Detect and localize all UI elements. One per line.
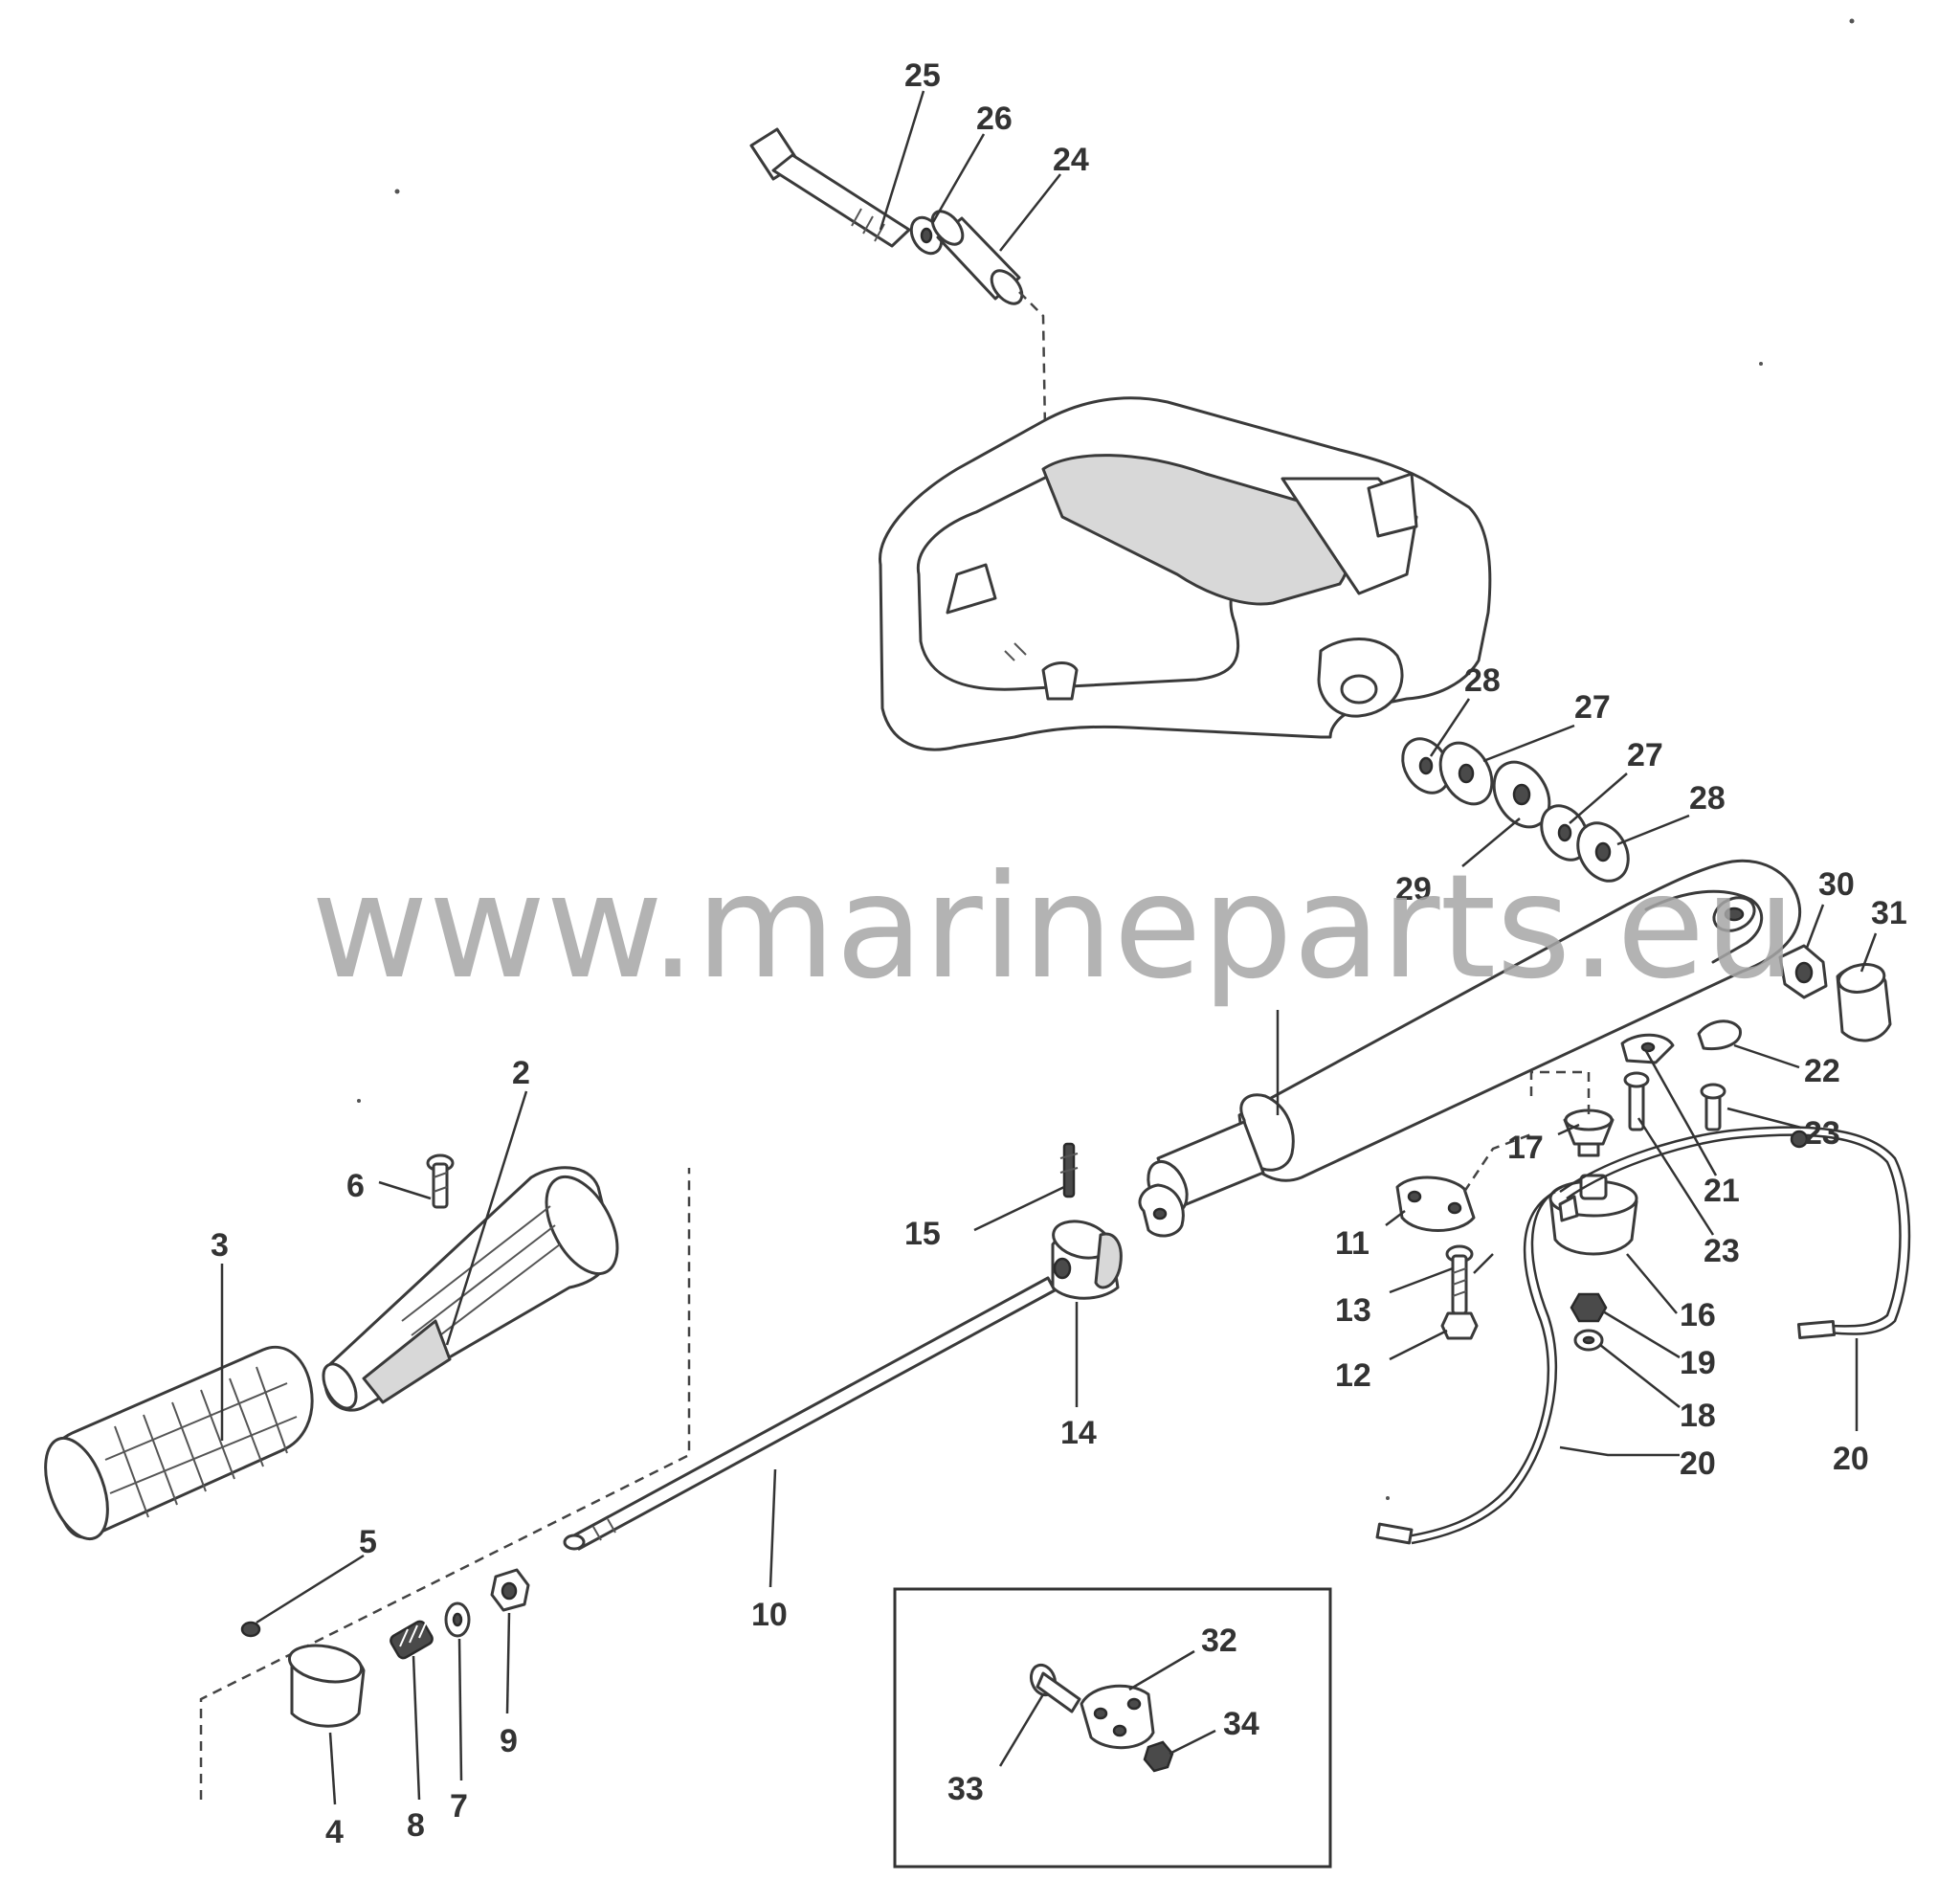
- part-28-washer-lower: [1576, 821, 1630, 883]
- part-10-shaft: [563, 1276, 1057, 1551]
- callout-28-upper: 28: [1464, 662, 1501, 699]
- part-22-clip: [1697, 1019, 1742, 1051]
- scan-specks: [357, 18, 1855, 1500]
- callout-19: 19: [1680, 1345, 1716, 1381]
- part-16-switch: [1548, 1174, 1638, 1256]
- callout-23-lower: 23: [1704, 1233, 1740, 1269]
- callout-28-lower: 28: [1689, 780, 1726, 817]
- callout-34: 34: [1223, 1706, 1259, 1742]
- callout-5: 5: [359, 1524, 377, 1560]
- part-31-cap: [1836, 963, 1892, 1042]
- part-27-washer-upper: [1438, 741, 1494, 806]
- callout-23-upper: 23: [1804, 1115, 1840, 1152]
- callout-26: 26: [976, 101, 1013, 137]
- callout-2: 2: [512, 1055, 530, 1091]
- part-34-nut: [1143, 1740, 1174, 1773]
- watermark-text: www.marineparts.eu: [311, 844, 1796, 1011]
- callout-17: 17: [1507, 1130, 1544, 1166]
- part-12-nut: [1440, 1311, 1479, 1340]
- part-7-washer: [444, 1601, 471, 1638]
- callout-8: 8: [407, 1807, 425, 1844]
- assembly-line-17: [1529, 1070, 1591, 1115]
- callout-27-upper: 27: [1574, 689, 1611, 726]
- part-25-bolt: [749, 127, 911, 248]
- callout-3: 3: [211, 1227, 229, 1264]
- callout-20-left: 20: [1680, 1445, 1716, 1482]
- callout-33: 33: [947, 1771, 984, 1807]
- part-4-cap: [287, 1644, 366, 1728]
- part-6-screw: [426, 1153, 455, 1209]
- callout-24: 24: [1053, 142, 1089, 178]
- inset-box: [893, 1587, 1332, 1869]
- part-29-washer: [1492, 760, 1551, 829]
- part-20-wiring-harness: [1375, 1126, 1911, 1545]
- part-24-sleeve: [930, 210, 1024, 305]
- callout-15: 15: [904, 1216, 941, 1252]
- part-2-throttle-sleeve: [322, 1166, 619, 1412]
- part-11-bracket: [1395, 1176, 1476, 1232]
- part-27-washer-lower: [1540, 804, 1590, 862]
- callout-9: 9: [500, 1723, 518, 1759]
- part-33-screw: [1029, 1663, 1081, 1713]
- callout-11: 11: [1335, 1225, 1370, 1262]
- tiller-bracket: [879, 396, 1492, 751]
- callout-12: 12: [1335, 1357, 1371, 1394]
- part-14-collar: [1051, 1220, 1123, 1300]
- assembly-line-11: [1462, 1132, 1532, 1193]
- part-9-nut: [490, 1568, 530, 1612]
- part-17-grommet: [1563, 1108, 1615, 1157]
- callout-32: 32: [1201, 1623, 1237, 1659]
- callout-20-right: 20: [1833, 1441, 1869, 1477]
- callout-29: 29: [1395, 871, 1432, 907]
- part-18-washer: [1573, 1329, 1604, 1352]
- callout-labels: 25 26 24 28 27 27 28 29 30 31 22 23 17 2…: [211, 57, 1907, 1850]
- callout-30: 30: [1818, 866, 1855, 903]
- callout-10: 10: [751, 1597, 788, 1633]
- part-21-plate: [1620, 1033, 1675, 1064]
- tiller-arm: [1138, 859, 1802, 1238]
- part-23-screw-lower: [1623, 1071, 1650, 1131]
- part-3-grip: [44, 1345, 314, 1541]
- callout-14: 14: [1060, 1415, 1097, 1451]
- leader-lines: [220, 90, 1878, 1805]
- callout-18: 18: [1680, 1398, 1716, 1434]
- callout-27-lower: 27: [1627, 737, 1663, 773]
- part-28-washer-upper: [1401, 737, 1451, 795]
- part-15-pin: [1059, 1142, 1079, 1198]
- callout-7: 7: [450, 1788, 468, 1825]
- callout-21: 21: [1704, 1173, 1740, 1209]
- callout-16: 16: [1680, 1297, 1716, 1333]
- part-5-pin: [240, 1621, 261, 1638]
- part-23-screw-upper: [1700, 1083, 1726, 1131]
- callout-13: 13: [1335, 1292, 1371, 1329]
- part-8-spring: [390, 1620, 434, 1660]
- part-32-bracket: [1080, 1684, 1155, 1750]
- callout-31: 31: [1871, 895, 1907, 931]
- part-13-screw: [1445, 1244, 1474, 1315]
- callout-25: 25: [904, 57, 941, 94]
- callout-4: 4: [325, 1814, 344, 1850]
- callout-6: 6: [346, 1168, 365, 1204]
- part-19-nut: [1570, 1292, 1608, 1323]
- callout-22: 22: [1804, 1053, 1840, 1089]
- part-30-nut: [1778, 944, 1828, 999]
- assembly-frame-grip: [199, 1168, 691, 1800]
